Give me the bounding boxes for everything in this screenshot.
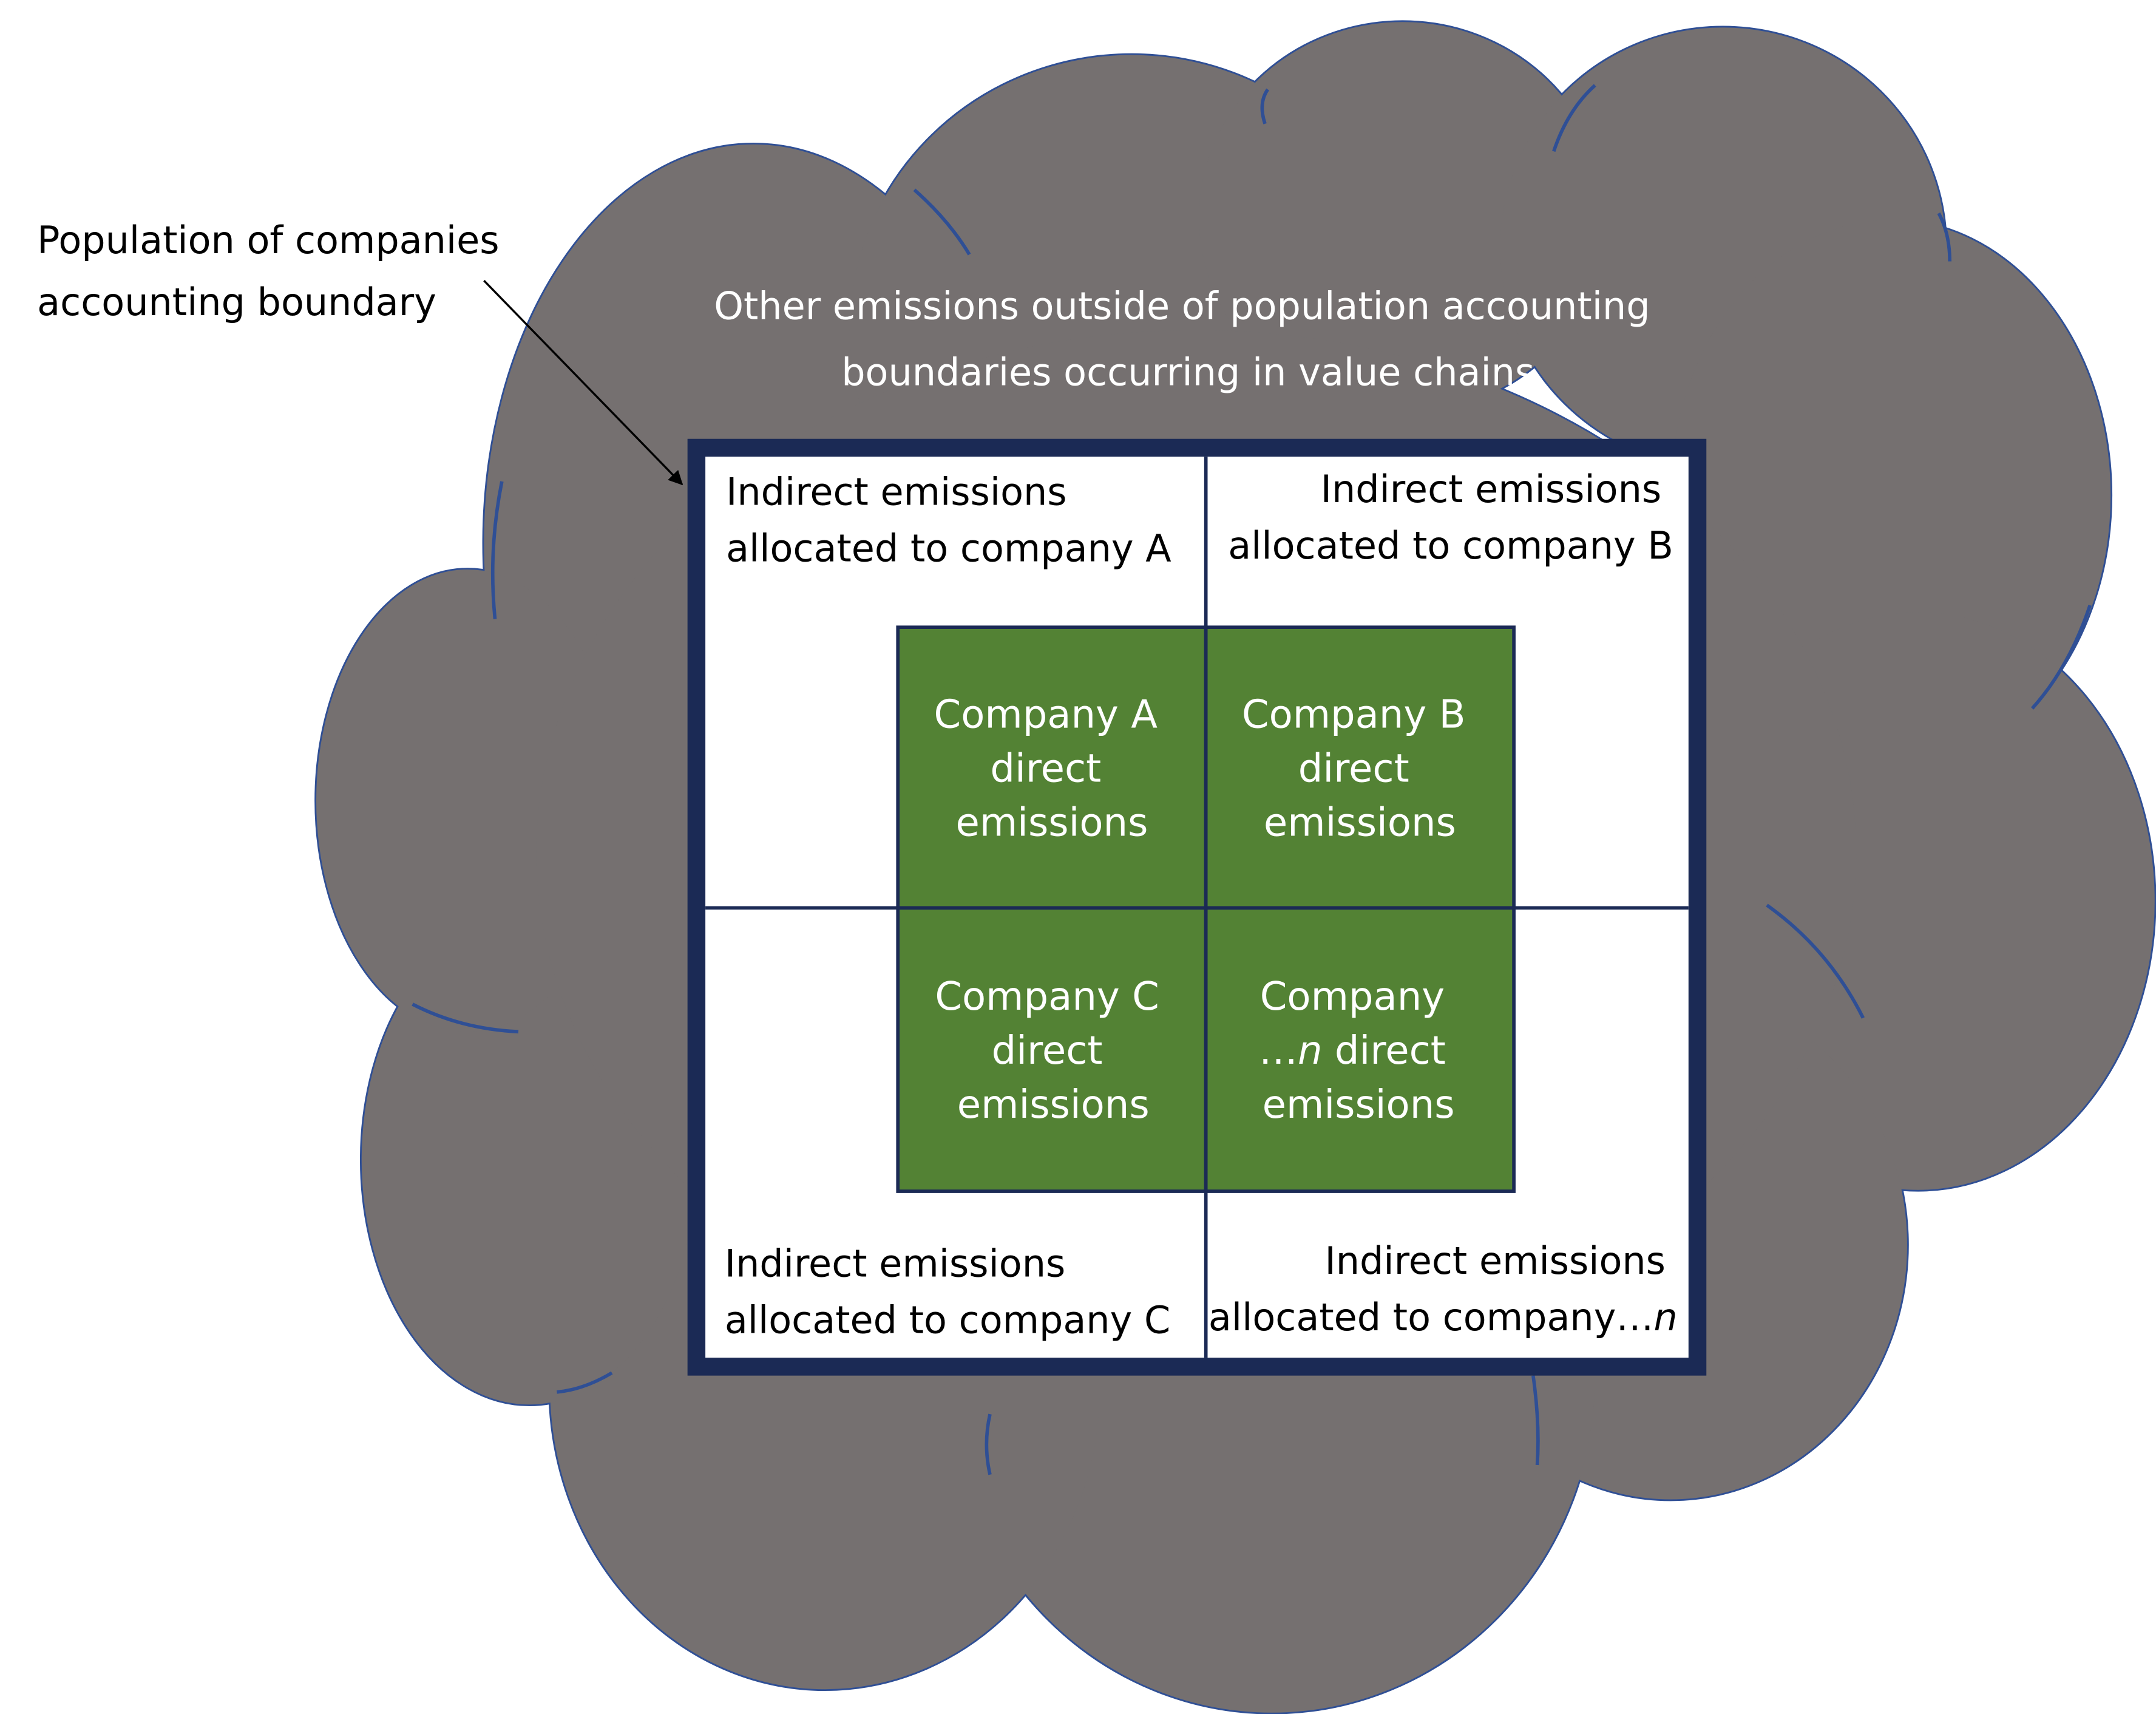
direct-n-label: Company …n direct emissions [1259, 974, 1458, 1127]
indirect-c-label: Indirect emissions allocated to company … [725, 1242, 1170, 1342]
outside-label-line2: boundaries occurring in value chains [841, 350, 1534, 395]
indirect-a-label: Indirect emissions allocated to company … [726, 469, 1171, 570]
boundary-label-line2: accounting boundary [37, 280, 436, 324]
direct-b-label: Company B direct emissions [1242, 693, 1478, 846]
boundary-label: Population of companies accounting bound… [37, 218, 511, 324]
boundary-label-line1: Population of companies [37, 218, 499, 262]
outside-emissions-label: Other emissions outside of population ac… [714, 284, 1662, 395]
direct-a-label: Company A direct emissions [934, 693, 1170, 846]
company-a-direct-box [896, 625, 1208, 910]
outside-label-line1: Other emissions outside of population ac… [714, 284, 1650, 328]
boundary-pointer-arrow [483, 280, 683, 486]
indirect-b-label: Indirect emissions allocated to company … [1228, 467, 1673, 568]
company-b-direct-box [1204, 625, 1516, 910]
direct-c-label: Company C direct emissions [935, 974, 1171, 1127]
indirect-n-label: Indirect emissions allocated to company…… [1209, 1239, 1678, 1339]
